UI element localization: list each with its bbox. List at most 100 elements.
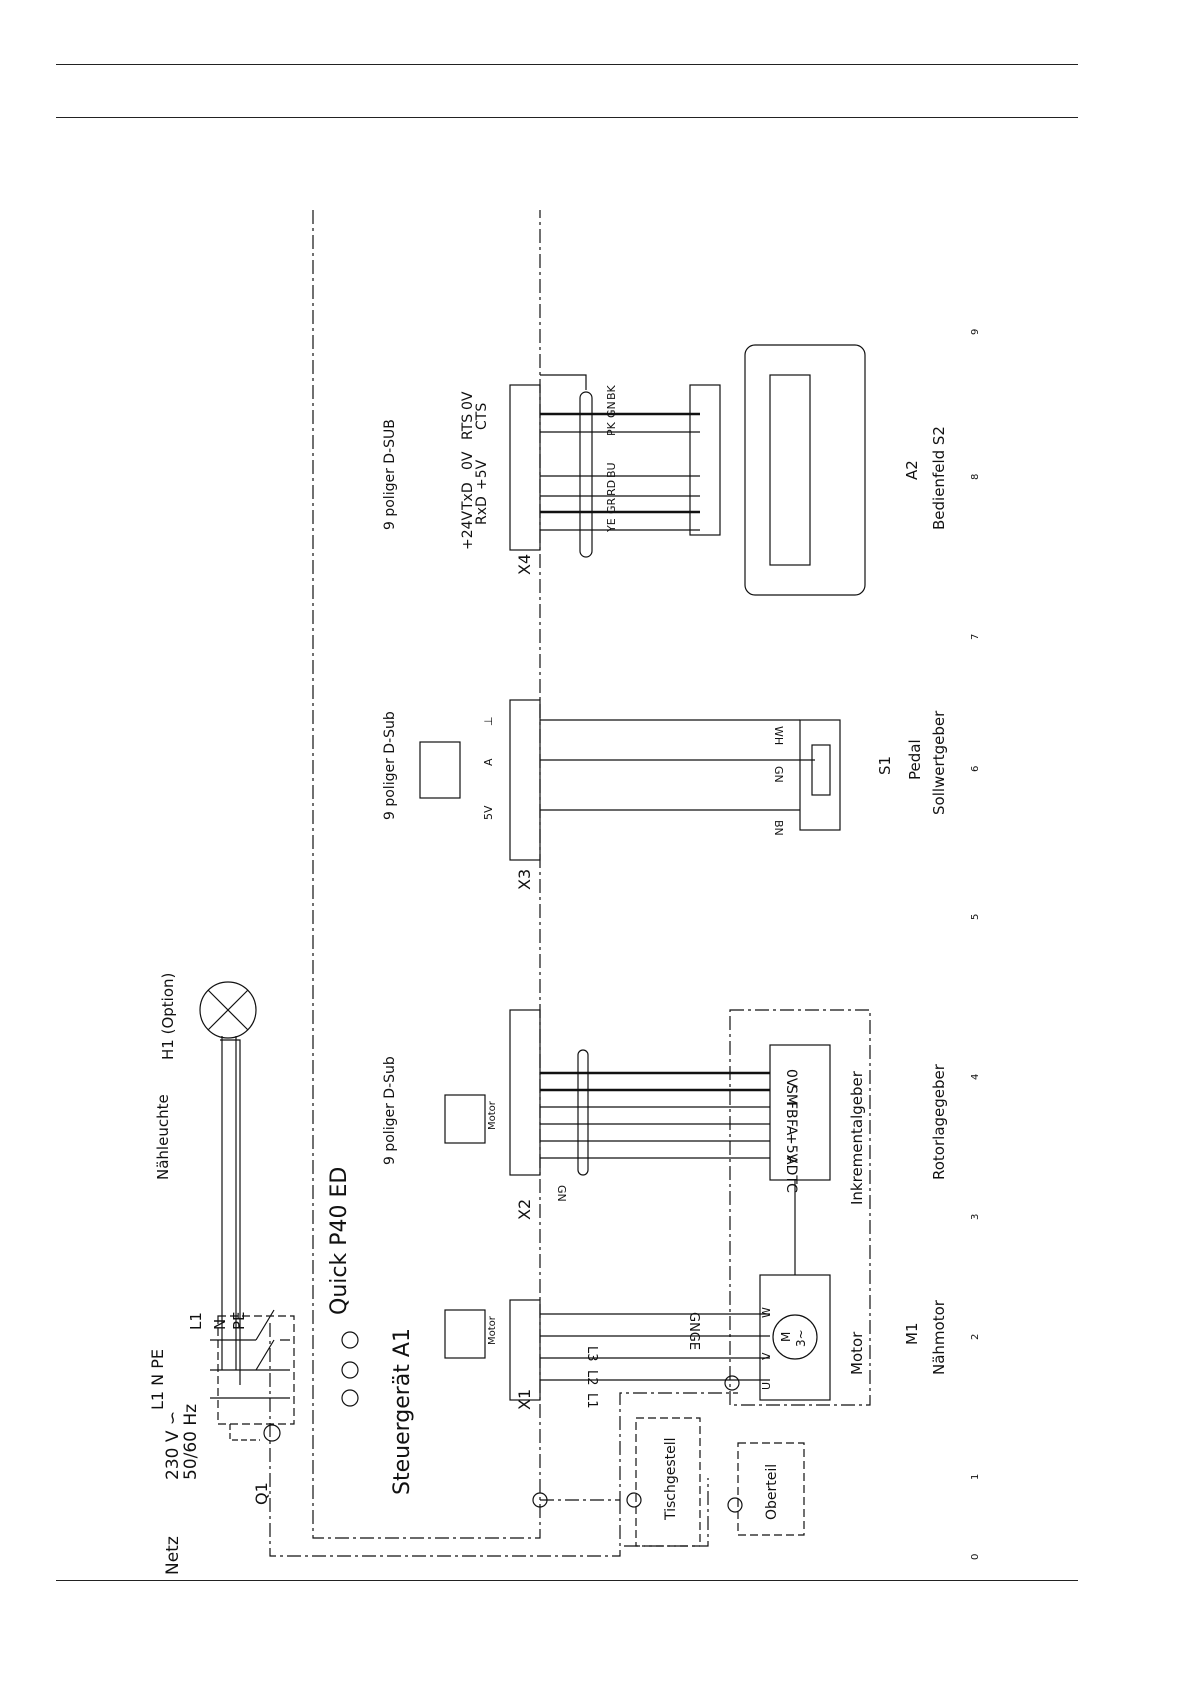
footer-rule (56, 1580, 1078, 1581)
table-ground-label: Tischgestell (663, 1437, 679, 1521)
controller-model: Quick P40 ED (327, 1167, 352, 1315)
x4-signal-0v: 0V (460, 451, 476, 470)
grid-number-9: 9 (970, 329, 981, 335)
x4-connector (509, 384, 541, 551)
mains-frequency: 50/60 Hz (181, 1404, 201, 1480)
lamp-symbol (199, 981, 257, 1039)
x4-signal-rts: RTS (460, 414, 476, 440)
encoder-signal-fa: FA (783, 1119, 799, 1136)
grid-number-2: 2 (970, 1334, 981, 1340)
x4-signal-rxd: RxD (474, 496, 490, 525)
x3-signal-ground: ⊥ (482, 716, 495, 726)
motor-terminal-u: U (760, 1382, 773, 1390)
head-ground-box (737, 1442, 805, 1536)
x1-motor-icon (444, 1309, 486, 1359)
x3-ref: X3 (515, 869, 534, 890)
mains-terminal-3 (341, 1389, 359, 1407)
lamp-wire-l1 (220, 1039, 241, 1385)
header-rule (56, 117, 1078, 118)
x3-wire-gn-label: GN (772, 766, 785, 783)
lamp-cross (207, 989, 249, 1031)
labels: Netz 230 V ∽ 50/60 Hz L1 N PE Q1 L1 N PE… (148, 384, 948, 1575)
x4-wire-pk-label: PK (605, 421, 618, 436)
x2-shield-label: GN (555, 1185, 568, 1202)
x1-wire-gnge-label: GNGE (686, 1312, 701, 1350)
mains-wire-l1-label: L1 (187, 1312, 205, 1330)
mains-wire-pe-label: PE (230, 1311, 248, 1330)
x2-shield (577, 1049, 589, 1176)
x4-signal-5v: +5V (474, 459, 490, 490)
x4-wire-bu-label: BU (605, 462, 618, 478)
pedal-potentiometer (811, 744, 831, 796)
motor-ref: M1 (903, 1323, 921, 1346)
grid-number-4: 4 (970, 1074, 981, 1080)
pedal-name: Pedal (906, 739, 924, 780)
x3-wire-bn-label: BN (772, 820, 785, 836)
x3-title: 9 poliger D-Sub (382, 711, 398, 820)
x4-shield (579, 391, 593, 558)
x4-ref: X4 (515, 554, 534, 575)
lamp-label: Nähleuchte (154, 1094, 172, 1180)
mains-voltage: 230 V ∽ (163, 1411, 183, 1480)
x4-signal-0v-2: 0V (460, 391, 476, 410)
panel-connector (689, 384, 721, 536)
pedal-ref: S1 (876, 756, 894, 775)
mains-terminal-2 (341, 1361, 359, 1379)
x2-connector (509, 1009, 541, 1176)
motor-symbol (772, 1314, 818, 1360)
table-ground-box (635, 1417, 701, 1547)
mains-terminal-1 (341, 1331, 359, 1349)
encoder-title: Rotorlagegeber (930, 1063, 948, 1180)
main-switch-ref: Q1 (252, 1482, 271, 1505)
panel-display (769, 374, 811, 566)
head-ground-label: Oberteil (764, 1464, 780, 1520)
motor-terminal-w: W (760, 1307, 773, 1318)
panel-ref: A2 (903, 460, 921, 480)
x2-ref: X2 (515, 1199, 534, 1220)
x1-icon-label: Motor (487, 1315, 498, 1345)
encoder-signal-adtc: ADTC (783, 1155, 799, 1193)
x4-wire-rd-label: RD (605, 480, 618, 496)
x4-wire-bk-label: BK (605, 384, 618, 400)
encoder-signal-fb: FB (783, 1101, 799, 1119)
grid-numbers: 0 1 2 3 4 5 6 7 8 9 (970, 329, 981, 1560)
pedal-title: Sollwertgeber (930, 710, 948, 815)
x4-wire-ye-label: YE (605, 518, 618, 533)
ground-return-line (269, 1320, 738, 1557)
grid-number-1: 1 (970, 1474, 981, 1480)
lamp-ref: H1 (Option) (159, 973, 177, 1060)
x4-signal-cts: CTS (474, 403, 490, 430)
motor-label: Motor (848, 1331, 866, 1375)
x2-title: 9 poliger D-Sub (382, 1056, 398, 1165)
mains-terminals: L1 N PE (148, 1349, 167, 1410)
controller-enclosure (312, 210, 541, 1539)
ground-symbol-controller (532, 1492, 548, 1508)
x3-connector (509, 699, 541, 861)
ground-symbol-table (626, 1492, 642, 1508)
x4-wire-gn-label: GN (605, 401, 618, 418)
x1-ref: X1 (515, 1389, 534, 1410)
x4-wire-gr-label: GR (605, 497, 618, 514)
encoder-signal-sm: SM (783, 1085, 799, 1106)
ground-symbol-head (727, 1497, 743, 1513)
motor-title: Nähmotor (930, 1299, 948, 1375)
x4-signal-txd: TxD (460, 482, 476, 511)
encoder-label: Inkrementalgeber (848, 1070, 866, 1205)
x2-icon-label: Motor (487, 1100, 498, 1130)
panel-title: Bedienfeld S2 (930, 426, 948, 530)
lamp-wire-n (221, 1036, 237, 1370)
main-switch-box (217, 1315, 295, 1425)
x3-signal-a: A (482, 758, 495, 766)
grid-number-7: 7 (970, 634, 981, 640)
switch-actuator (229, 1424, 260, 1441)
grid-number-6: 6 (970, 766, 981, 772)
grid-number-5: 5 (970, 914, 981, 920)
encoder-signal-5v: +5V (783, 1133, 799, 1164)
motor-terminal-v: V (760, 1352, 773, 1360)
mains-label: Netz (163, 1536, 183, 1575)
mains-wire-n-label: N (211, 1319, 229, 1330)
encoder-box (769, 1044, 831, 1181)
motor-symbol-phase: 3~ (794, 1329, 808, 1347)
pedal-box (799, 719, 841, 831)
